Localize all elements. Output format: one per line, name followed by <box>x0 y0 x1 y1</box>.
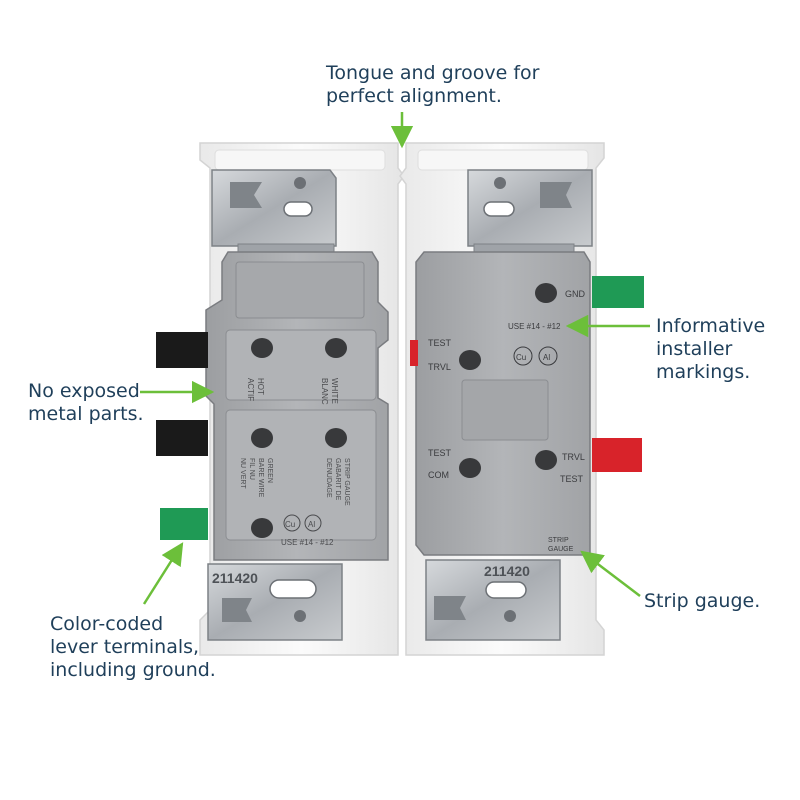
left-marking-al: Al <box>308 520 315 529</box>
callout-no-exposed-line-2: metal parts. <box>28 403 144 425</box>
callout-informative-line-3: markings. <box>656 361 751 383</box>
callout-color-coded-line-1: Color-coded <box>50 613 164 635</box>
arrow-color-coded <box>142 542 184 605</box>
right-device: GND USE #14 - #12 TEST TRVL Cu Al TEST C… <box>399 142 644 656</box>
callout-tongue-groove: Tongue and groove for perfect alignment. <box>326 62 539 108</box>
left-marking-gabarit: GABARIT DE <box>334 458 341 501</box>
left-black-terminal-top <box>156 332 208 368</box>
right-housing: GND USE #14 - #12 TEST TRVL Cu Al TEST C… <box>415 251 591 556</box>
right-marking-trvl-2: TRVL <box>562 452 585 462</box>
left-black-terminal-bottom <box>156 420 208 456</box>
right-marking-trvl-1: TRVL <box>428 362 451 372</box>
right-marking-gauge: GAUGE <box>548 546 574 553</box>
left-green-terminal <box>160 508 208 540</box>
callout-strip-gauge-line-1: Strip gauge. <box>644 590 761 612</box>
right-marking-cu: Cu <box>516 353 526 362</box>
right-marking-al: Al <box>543 353 550 362</box>
right-marking-use: USE #14 - #12 <box>508 322 561 331</box>
left-marking-blanc: BLANC <box>320 378 329 405</box>
callout-informative-line-2: installer <box>656 338 733 360</box>
callout-strip-gauge: Strip gauge. <box>644 590 760 613</box>
left-marking-nu-vert: NU VERT <box>239 458 246 489</box>
left-bottom-strap: 211420 <box>207 563 343 641</box>
callout-color-coded-line-2: lever terminals, <box>50 636 200 658</box>
callout-informative: Informative installer markings. <box>656 315 765 384</box>
left-housing: HOT ACTIF WHITE BLANC GREEN BARE WIRE FI… <box>205 251 389 561</box>
right-marking-test-2: TEST <box>428 448 452 458</box>
left-device: HOT ACTIF WHITE BLANC GREEN BARE WIRE FI… <box>156 142 405 656</box>
left-marking-actif: ACTIF <box>246 378 255 401</box>
callout-arrows <box>140 112 650 605</box>
right-red-terminal <box>592 438 642 472</box>
callout-tongue-groove-line-1: Tongue and groove for <box>326 62 540 84</box>
right-bottom-strap: 211420 <box>425 559 561 641</box>
left-marking-use: USE #14 - #12 <box>281 538 334 547</box>
left-marking-bare-wire: BARE WIRE <box>257 458 264 498</box>
right-red-tab-left <box>410 340 418 366</box>
arrow-strip-gauge <box>580 550 641 597</box>
left-strap-code: 211420 <box>212 570 258 586</box>
callout-informative-line-1: Informative <box>656 315 766 337</box>
right-marking-strip: STRIP <box>548 537 569 544</box>
right-marking-test-3: TEST <box>560 474 584 484</box>
callout-color-coded: Color-coded lever terminals, including g… <box>50 613 216 682</box>
callout-no-exposed: No exposed metal parts. <box>28 380 144 426</box>
left-marking-white: WHITE <box>330 378 339 404</box>
right-green-terminal <box>592 276 644 308</box>
left-top-strap <box>211 169 337 257</box>
left-marking-cu: Cu <box>285 520 295 529</box>
callout-tongue-groove-line-2: perfect alignment. <box>326 85 502 107</box>
right-marking-test-1: TEST <box>428 338 452 348</box>
right-strap-code: 211420 <box>484 563 530 579</box>
left-marking-fil-nu: FIL NU <box>248 458 255 480</box>
left-marking-denudage: DENUDAGE <box>325 458 332 498</box>
left-marking-strip-gauge: STRIP GAUGE <box>343 458 350 506</box>
callout-color-coded-line-3: including ground. <box>50 659 216 681</box>
right-top-strap <box>467 169 593 257</box>
left-marking-hot: HOT <box>256 378 265 395</box>
left-marking-green: GREEN <box>266 458 273 483</box>
right-marking-gnd: GND <box>565 289 586 299</box>
right-marking-com: COM <box>428 470 449 480</box>
callout-no-exposed-line-1: No exposed <box>28 380 140 402</box>
